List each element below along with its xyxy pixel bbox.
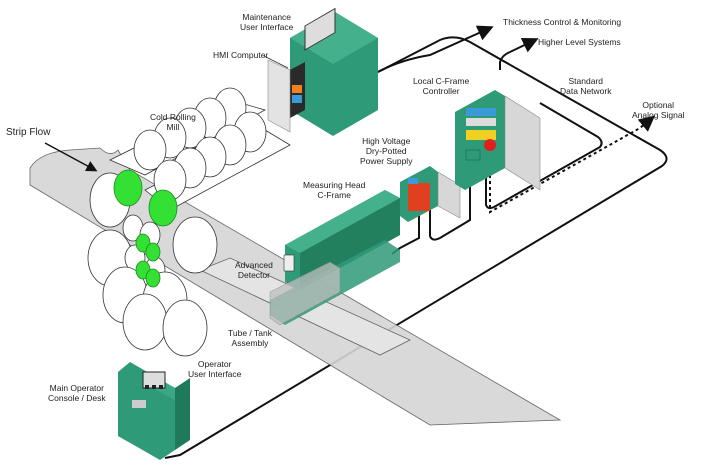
cold-rolling-mill (87, 87, 291, 357)
strip-flow-arrow (44, 142, 98, 172)
data-network-lines (154, 25, 668, 459)
optional-analog-line (489, 115, 656, 214)
tube-tank-assembly (269, 261, 341, 326)
line-to-thickness-control (377, 25, 494, 73)
controller-to-network (485, 102, 603, 210)
maintenance-screen (304, 7, 336, 51)
main-network-line (164, 36, 668, 459)
label-strip-flow: Strip Flow (6, 127, 51, 138)
work-roll-green-4 (145, 268, 161, 288)
maintenance-cabinet (267, 7, 378, 136)
line-to-higher-level (499, 37, 539, 70)
hmi-leader (263, 55, 289, 69)
roll-green-2 (148, 189, 178, 227)
local-c-frame-controller (455, 90, 541, 191)
psu-link-2 (429, 175, 471, 241)
label-higher-level-systems: Higher Level Systems (538, 37, 621, 47)
detector-housing (283, 254, 295, 272)
hv-power-supply (400, 166, 461, 222)
roll-green-1 (113, 169, 143, 207)
work-roll-green-2 (145, 242, 161, 262)
label-hmi-computer: HMI Computer (213, 50, 269, 60)
operator-console (118, 362, 190, 460)
upper-backup-rolls (109, 87, 291, 211)
label-thickness-control: Thickness Control & Monitoring (503, 17, 622, 27)
